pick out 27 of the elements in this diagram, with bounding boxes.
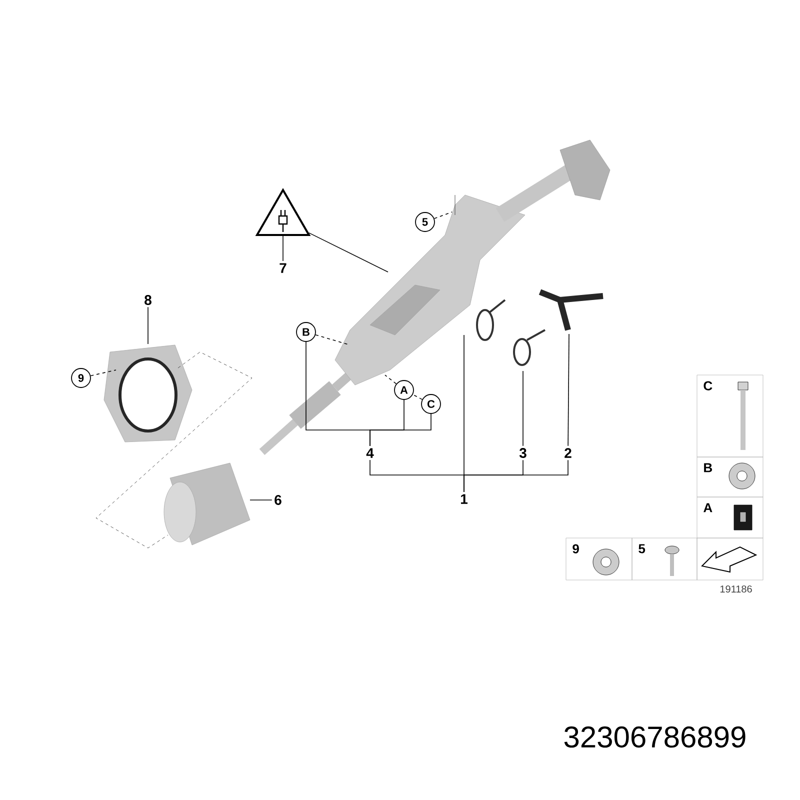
callout-number: 6	[274, 495, 282, 505]
leader-line	[434, 212, 452, 219]
callout-number: 1	[461, 494, 468, 504]
callout-number: 9	[71, 368, 91, 388]
leader-line	[370, 414, 432, 446]
table-cell: A	[696, 496, 764, 538]
part-drawing	[164, 462, 250, 546]
part-drawing	[104, 344, 192, 442]
leader-line	[384, 374, 397, 384]
table-cell: B	[696, 456, 764, 498]
leader-line	[282, 236, 284, 262]
table-cell: 9	[566, 538, 632, 580]
part-number: 32306786899	[564, 726, 746, 748]
leader-line	[522, 370, 524, 446]
drawing-number: 191186	[720, 585, 752, 593]
leader-line	[308, 232, 388, 272]
table-cell: 5	[632, 538, 698, 580]
callout-number: 2	[564, 448, 572, 458]
leader-line	[90, 370, 116, 376]
part-drawing	[537, 289, 606, 333]
callout-number: 4	[366, 448, 374, 458]
leader-line	[464, 460, 568, 492]
callout-number: 8	[144, 295, 152, 305]
table-cell: C	[696, 374, 764, 458]
leader-line	[412, 394, 423, 400]
leader-line	[568, 334, 570, 446]
callout-number: 3	[519, 448, 526, 458]
